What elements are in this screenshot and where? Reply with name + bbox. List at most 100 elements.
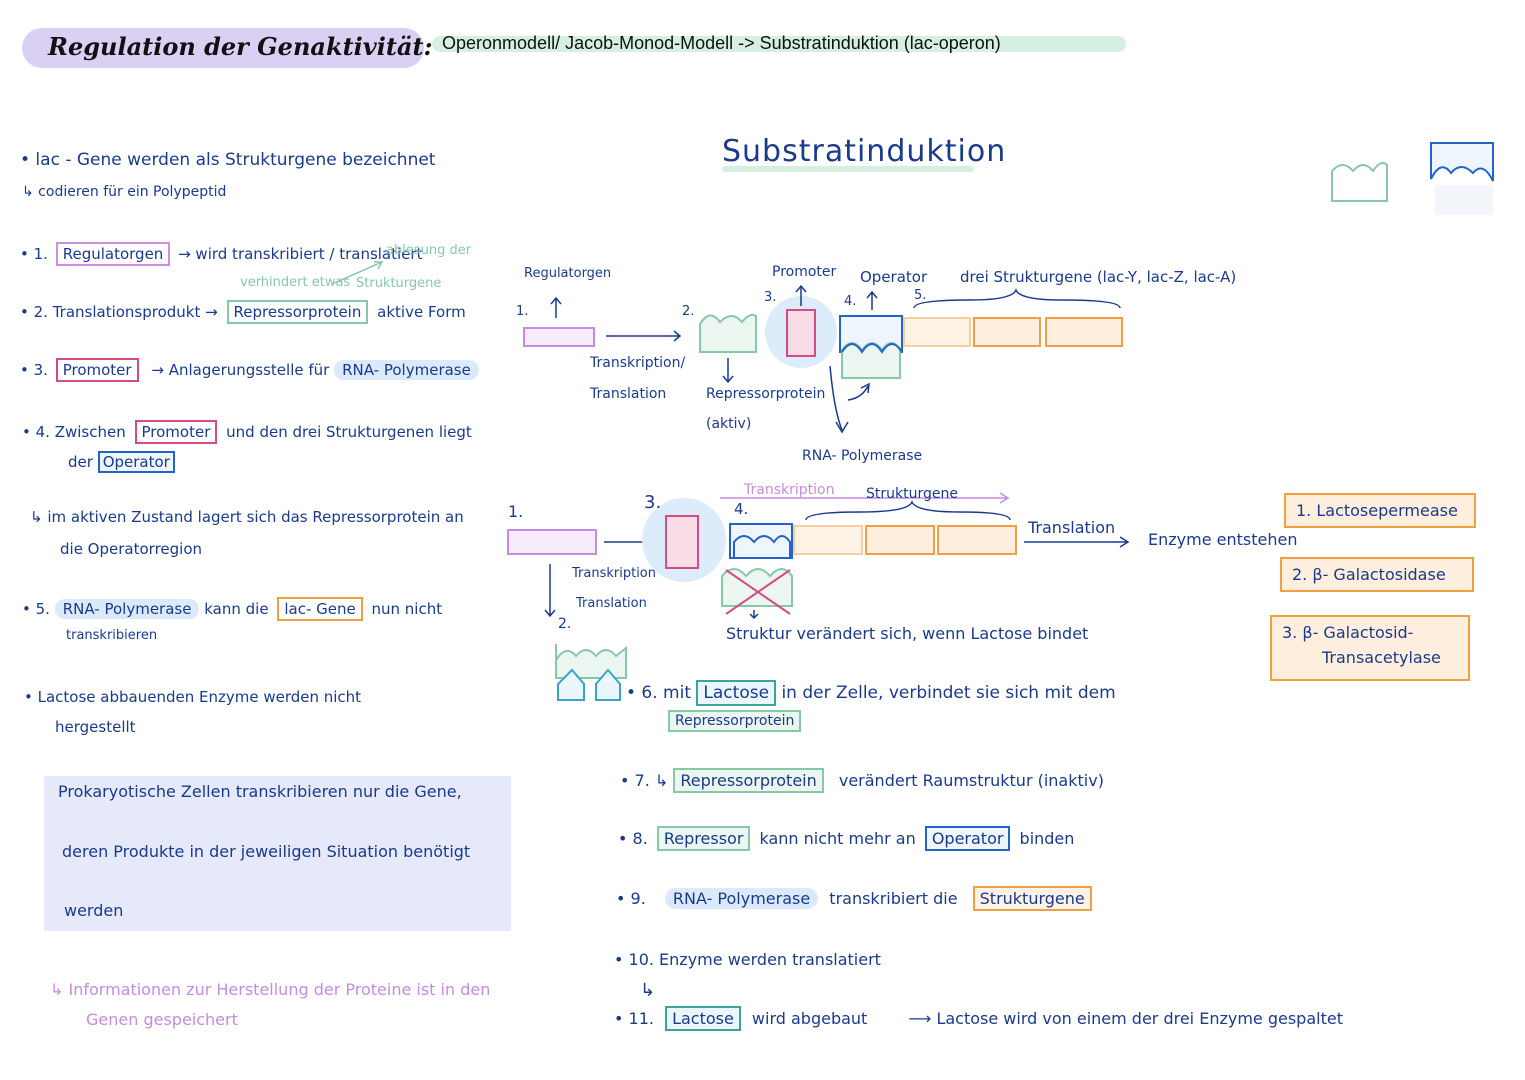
step-10-arrow: ↳ (640, 980, 656, 1001)
diagram-2-transkription: Transkription (572, 566, 656, 581)
enzyme-box-3: 3. β- Galactosid- Transacetylase (1270, 615, 1470, 681)
step-8: • 8. Repressor kann nicht mehr an Operat… (618, 826, 1074, 851)
step-11: • 11. Lactose wird abgebaut ⟶ Lactose wi… (614, 1006, 1343, 1031)
lactose-box: Lactose (696, 680, 777, 706)
point-3-text: → Anlagerungsstelle für (151, 361, 330, 379)
repressor-shapes-icon (1331, 142, 1494, 215)
diagram-1-regulatorgen: Regulatorgen (524, 266, 612, 281)
diagram-1-operator: Operator (860, 268, 928, 286)
point-3: • 3. Promoter → Anlagerungsstelle für RN… (20, 358, 479, 382)
rna-polymerase-highlight-2: RNA- Polymerase (54, 599, 200, 619)
lac-gene-box: lac- Gene (277, 597, 363, 621)
point-4-der: der (68, 453, 93, 471)
step-7: • 7. ↳ Repressorprotein verändert Raumst… (620, 768, 1104, 793)
diagram-1-translation: Translation (590, 386, 667, 402)
point-2: • 2. Translationsprodukt → Repressorprot… (20, 300, 466, 324)
repressor-box: Repressor (656, 826, 751, 851)
lactose-box-2: Lactose (665, 1006, 741, 1031)
diagram-2-num-3: 3. (644, 492, 662, 513)
rna-polymerase-highlight: RNA- Polymerase (334, 360, 479, 380)
step-10: • 10. Enzyme werden translatiert (614, 950, 881, 969)
point-5-line-2: transkribieren (66, 628, 158, 643)
step-11-text-2: ⟶ Lactose wird von einem der drei Enzyme… (908, 1009, 1343, 1028)
step-6-text: in der Zelle, verbindet sie sich mit dem (781, 683, 1116, 703)
diagram-1-aktiv: (aktiv) (706, 416, 752, 432)
repressorprotein-box-3: Repressorprotein (673, 768, 824, 793)
footer-line-1: ↳ Informationen zur Herstellung der Prot… (50, 980, 491, 999)
summary-line-3: werden (64, 901, 124, 920)
step-9-text: transkribiert die (829, 889, 958, 908)
intro-line-2: ↳ codieren für ein Polypeptid (22, 184, 227, 200)
diagram-1-repressor: Repressorprotein (706, 386, 826, 402)
point-6-line-2: hergestellt (55, 718, 136, 736)
point-2-prefix: • 2. Translationsprodukt → (20, 303, 218, 321)
diagram-2-transkription-top: Transkription (744, 482, 835, 498)
subtitle-highlight (432, 36, 1126, 52)
point-4-line-2: der Operator (68, 451, 175, 473)
point-1-prefix: • 1. (20, 245, 48, 263)
diagram-1-num-2: 2. (682, 304, 695, 319)
diagram-1-num-3: 3. (764, 290, 777, 305)
step-7-text: verändert Raumstruktur (inaktiv) (838, 771, 1104, 790)
point-2-text: aktive Form (377, 303, 466, 321)
rna-polymerase-highlight-3: RNA- Polymerase (664, 888, 819, 909)
diagram-1-strukturgene: drei Strukturgene (lac-Y, lac-Z, lac-A) (960, 268, 1237, 286)
summary-box (44, 776, 511, 931)
enzyme-3-line-1: 3. β- Galactosid- (1282, 623, 1414, 642)
enzyme-box-2: 2. β- Galactosidase (1280, 557, 1474, 592)
diagram-1-rna-polymerase: RNA- Polymerase (802, 448, 923, 464)
point-5-text-2: nun nicht (371, 600, 443, 618)
diagram-2-translation-small: Translation (576, 596, 647, 611)
step-8-prefix: • 8. (618, 829, 648, 848)
step-11-prefix: • 11. (614, 1009, 654, 1028)
section-underline (722, 166, 974, 172)
point-1: • 1. Regulatorgen → wird transkribiert /… (20, 242, 422, 266)
diagram-2-enzyme: Enzyme entstehen (1148, 530, 1298, 549)
promoter-box: Promoter (55, 358, 139, 382)
diagram-1-transkription: Transkription/ (590, 355, 686, 371)
step-8-text-2: binden (1019, 829, 1075, 848)
repressorprotein-box-2: Repressorprotein (668, 710, 802, 732)
point-4-prefix: • 4. Zwischen (22, 423, 126, 441)
point-4-text: und den drei Strukturgenen liegt (226, 423, 472, 441)
operator-box-2: Operator (924, 826, 1011, 851)
step-7-prefix: • 7. ↳ (620, 771, 669, 790)
point-4b-line-2: die Operatorregion (60, 540, 203, 558)
point-4: • 4. Zwischen Promoter und den drei Stru… (22, 420, 472, 444)
diagram-2-struktur: Struktur verändert sich, wenn Lactose bi… (726, 624, 1089, 643)
point-5-text: kann die (204, 600, 269, 618)
diagram-1-promoter: Promoter (772, 264, 837, 280)
enzyme-box-1: 1. Lactosepermease (1284, 493, 1476, 528)
diagram-2-translation: Translation (1028, 518, 1116, 537)
page-subtitle: Operonmodell/ Jacob-Monod-Modell -> Subs… (442, 33, 1001, 53)
page-title: Regulation der Genaktivität: (48, 32, 433, 61)
diagram-1-num-4: 4. (844, 294, 857, 309)
step-6: • 6. mit Lactose in der Zelle, verbindet… (626, 680, 1116, 706)
point-4b-line-1: ↳ im aktiven Zustand lagert sich das Rep… (30, 508, 464, 526)
point-6-line-1: • Lactose abbauenden Enzyme werden nicht (24, 688, 362, 706)
step-11-text: wird abgebaut (751, 1009, 868, 1028)
strukturgene-box: Strukturgene (972, 886, 1092, 911)
point-3-prefix: • 3. (20, 361, 48, 379)
note-verhindert: verhindert etwas (240, 275, 351, 290)
diagram-2-num-1: 1. (508, 502, 524, 521)
note-arrow-icon (331, 261, 384, 285)
summary-line-2: deren Produkte in der jeweiligen Situati… (62, 842, 471, 861)
enzyme-3-line-2: Transacetylase (1322, 648, 1441, 667)
summary-line-1: Prokaryotische Zellen transkribieren nur… (58, 782, 462, 801)
step-8-text: kann nicht mehr an (759, 829, 916, 848)
note-ablesung: ablesung der (386, 243, 472, 258)
diagram-2-strukturgene: Strukturgene (866, 486, 958, 502)
title-highlight (22, 28, 424, 68)
diagram-1-graphics (523, 284, 1123, 434)
point-5-prefix: • 5. (22, 600, 50, 618)
intro-line-1: • lac - Gene werden als Strukturgene bez… (20, 150, 436, 170)
promoter-box-2: Promoter (134, 420, 218, 444)
point-1-text: → wird transkribiert / translatiert (178, 245, 423, 263)
step-9: • 9. RNA- Polymerase transkribiert die S… (616, 886, 1092, 911)
diagram-2-num-4: 4. (734, 500, 749, 518)
step-6-line-2: Repressorprotein (668, 710, 802, 732)
note-strukturgene: Strukturgene (356, 276, 442, 291)
diagram-1-num-1: 1. (516, 304, 529, 319)
footer-line-2: Genen gespeichert (86, 1010, 238, 1029)
